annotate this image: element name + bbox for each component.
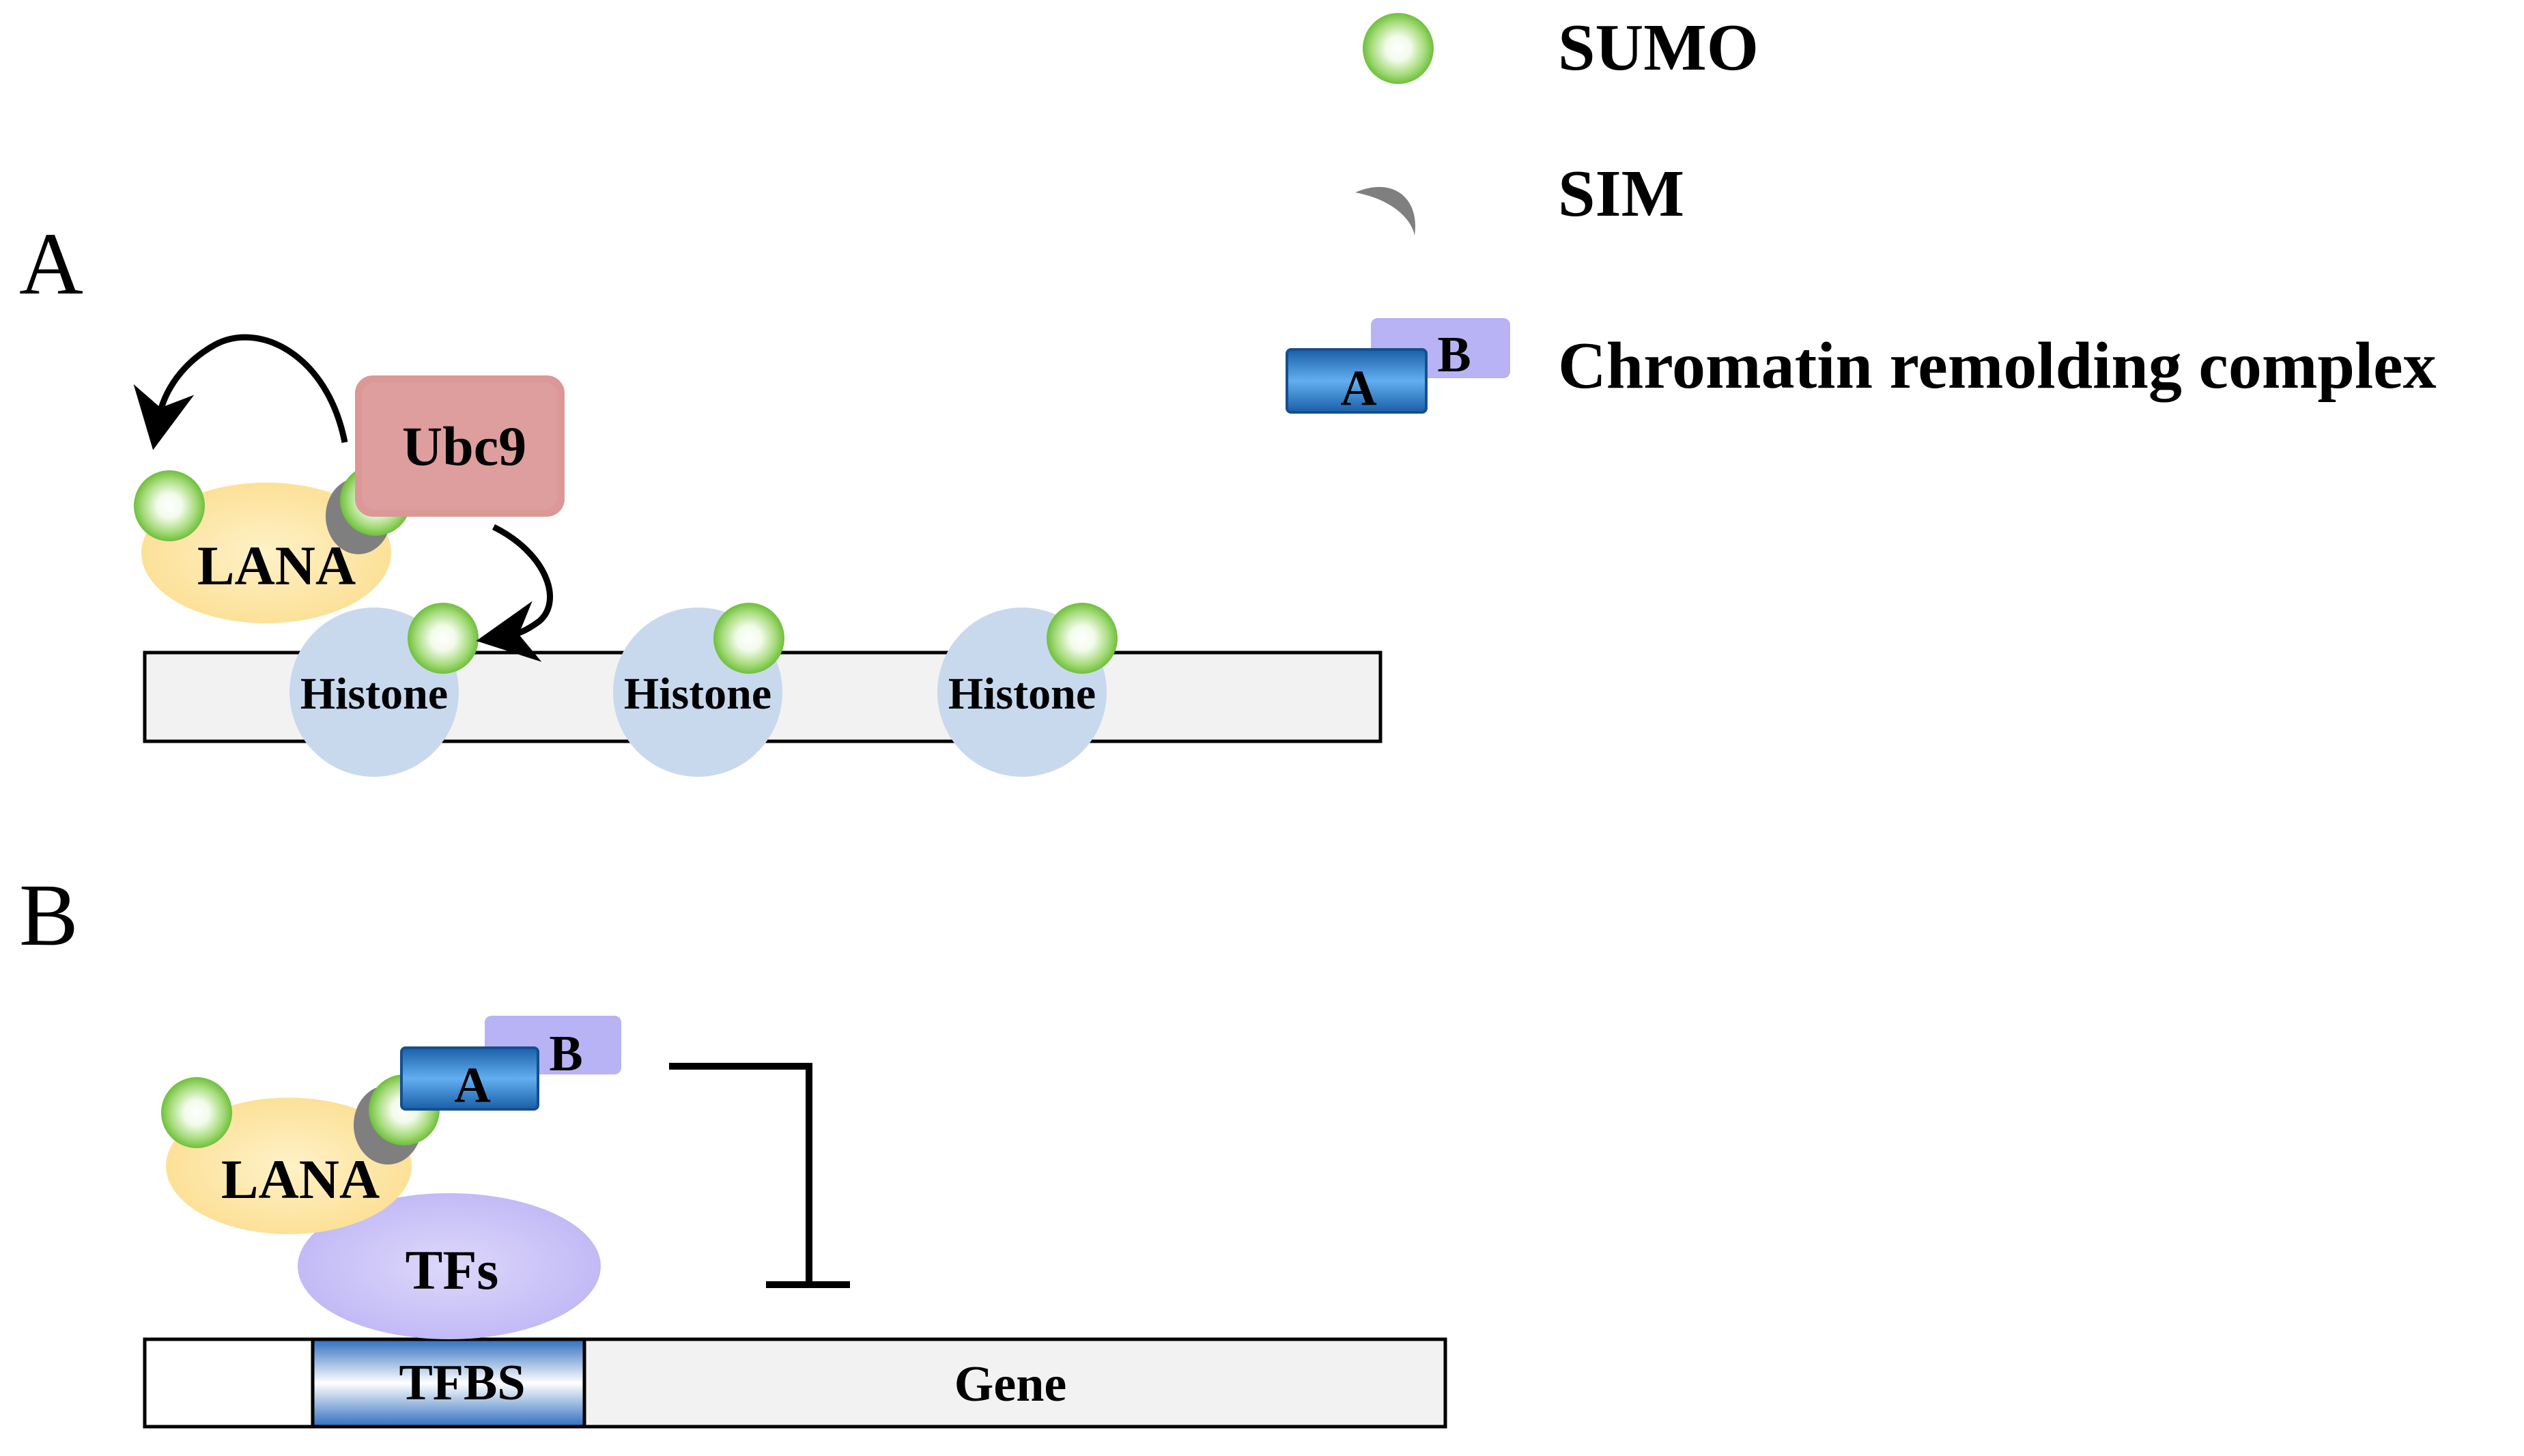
histone-3-sumo-icon (1047, 603, 1118, 674)
panel-b-tfs (298, 1193, 601, 1339)
histone-1-label: Histone (300, 669, 448, 719)
tfbs-label: TFBS (399, 1355, 525, 1411)
panel-a-lana-label: LANA (197, 534, 356, 597)
panel-a-ubc9-label: Ubc9 (402, 415, 526, 477)
panel-b-lana-sumo-icon (161, 1077, 232, 1148)
legend: SUMO SIM A B Chromatin remolding complex (1286, 11, 2437, 416)
panel-b-lana-label: LANA (221, 1148, 380, 1210)
legend-sim-icon (1355, 186, 1416, 235)
panel-b-complex-a-letter: A (454, 1057, 490, 1113)
panel-b: B TFBS Gene TFs LANA A B (19, 866, 1447, 1429)
legend-sumo-label: SUMO (1558, 11, 1759, 85)
panel-a-ubc9-inner (362, 382, 558, 510)
legend-complex-label: Chromatin remolding complex (1558, 329, 2437, 403)
sumo-transfer-arrow-to-lana (133, 334, 348, 451)
panel-a-letter: A (19, 215, 83, 313)
histone-2-label: Histone (624, 669, 771, 719)
legend-complex-a-letter: A (1340, 360, 1376, 416)
sumo-transfer-arrow-to-histone (476, 524, 553, 662)
legend-complex-a-block (1286, 348, 1428, 414)
panel-b-complex-a-block (400, 1046, 539, 1111)
panel-b-letter: B (19, 866, 79, 965)
legend-sim-label: SIM (1558, 157, 1684, 231)
panel-b-complex-b-letter: B (549, 1026, 582, 1082)
histone-2-sumo-icon (713, 603, 784, 674)
legend-sumo-icon (1363, 13, 1434, 84)
panel-a: A Histone Histone Histone LANA Ubc9 (19, 215, 1382, 777)
histone-3-label: Histone (948, 669, 1096, 719)
panel-b-lana (166, 1098, 412, 1234)
gene-label: Gene (954, 1356, 1066, 1412)
gene-region (582, 1337, 1447, 1429)
repression-inhibition-symbol (669, 1063, 850, 1288)
legend-complex-icon: A B (1286, 318, 1510, 416)
histone-1-sumo-icon (408, 603, 479, 674)
legend-complex-b-letter: B (1437, 327, 1471, 383)
panel-b-tfs-label: TFs (406, 1239, 499, 1301)
panel-a-lana-sumo-icon (134, 470, 205, 541)
